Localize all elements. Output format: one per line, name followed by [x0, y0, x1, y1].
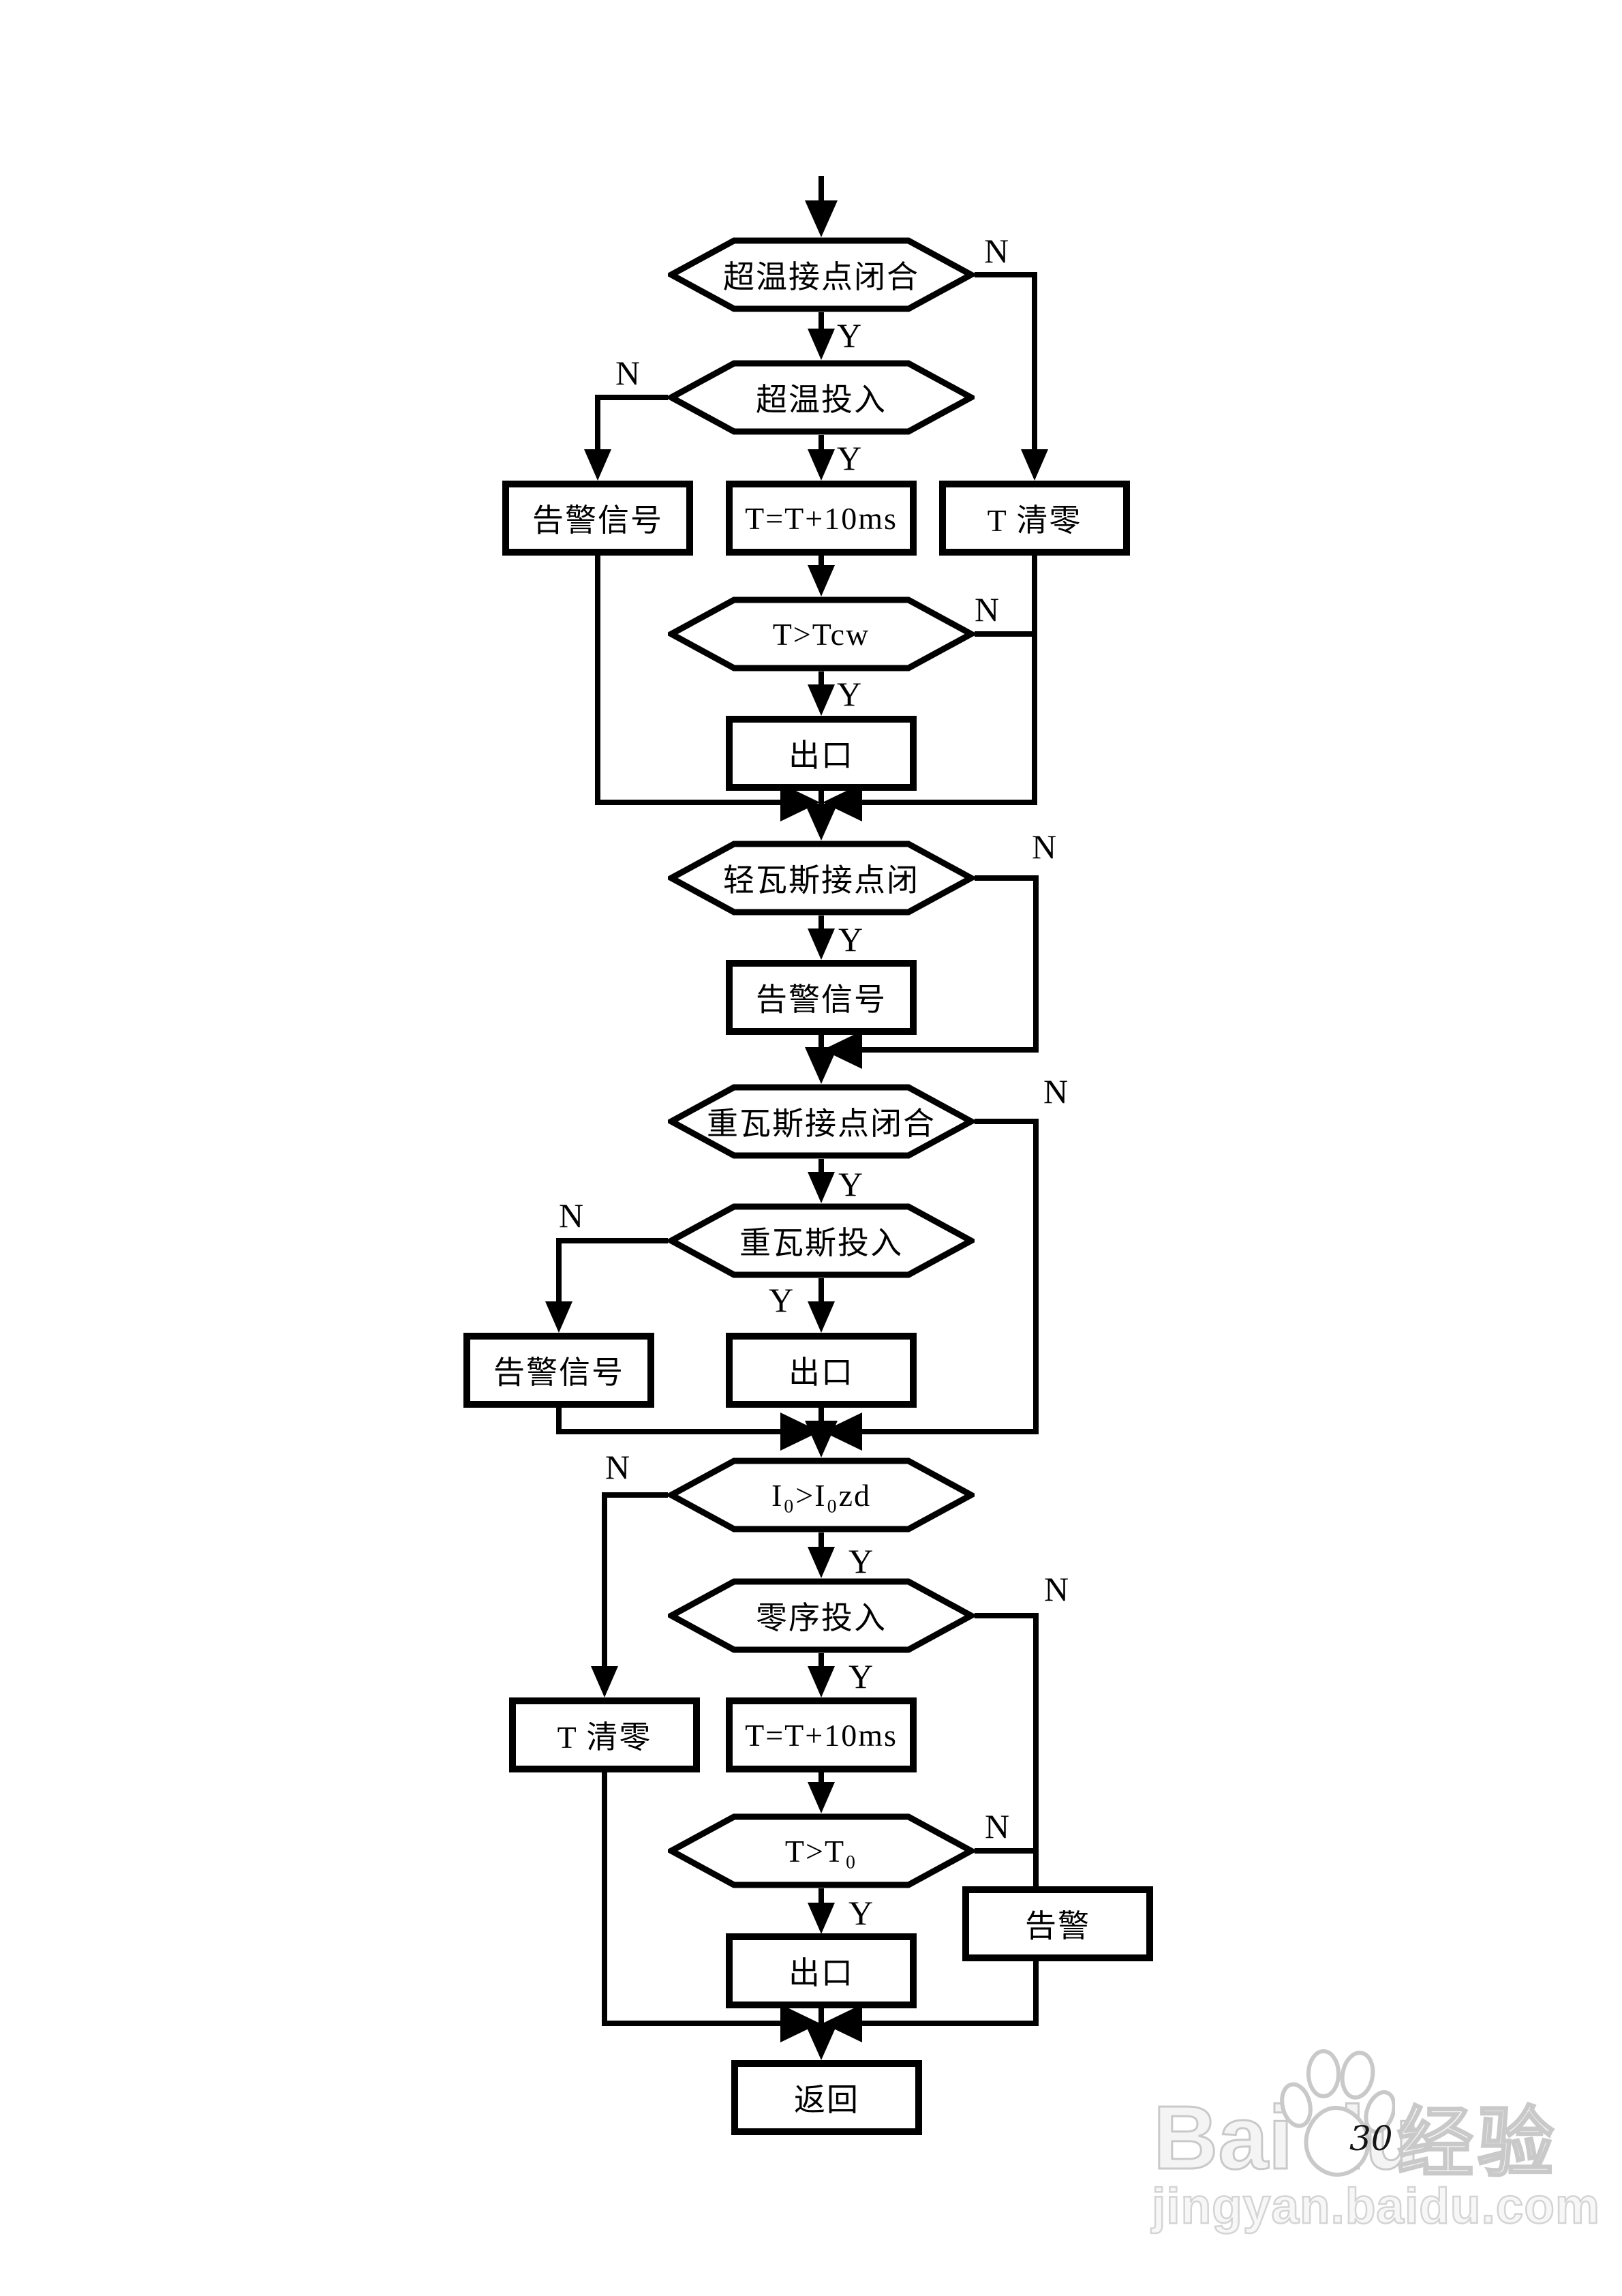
branch-label-n3: N [974, 590, 1000, 629]
decision-overtemp-contact-closed-label: 超温接点闭合 [723, 260, 919, 294]
process-timer-reset-zero-seq: T 清零 [509, 1697, 700, 1772]
decision-heavy-gas-contact-closed-label: 重瓦斯接点闭合 [707, 1106, 936, 1141]
process-trip-output-overtemp: 出口 [726, 716, 917, 791]
process-trip-output-zero-seq: 出口 [726, 1933, 917, 2008]
process-timer-increment-zero-seq: T=T+10ms [726, 1697, 917, 1772]
decision-overtemp-protection-enabled-label: 超温投入 [756, 382, 887, 417]
page-number: 30 [1349, 2119, 1393, 2158]
branch-label-y6: Y [768, 1281, 794, 1319]
process-timer-increment-overtemp: T=T+10ms [726, 481, 917, 556]
decision-i0-greater-i0zd: I₀>I₀zd [668, 1457, 975, 1532]
decision-t-greater-t0: T>T₀ [668, 1813, 975, 1888]
decision-t-greater-t0-label: T>T₀ [784, 1833, 858, 1869]
process-alarm-signal-light-gas: 告警信号 [726, 960, 917, 1035]
branch-label-y4: Y [838, 920, 863, 958]
branch-label-n9: N [984, 1807, 1010, 1845]
decision-i0-greater-i0zd-label: I₀>I₀zd [771, 1477, 872, 1513]
decision-overtemp-contact-closed: 超温接点闭合 [668, 237, 975, 312]
branch-label-y7: Y [848, 1542, 874, 1580]
decision-zero-sequence-enabled-label: 零序投入 [756, 1601, 887, 1635]
decision-heavy-gas-protection-enabled-label: 重瓦斯投入 [739, 1226, 903, 1260]
branch-label-y1: Y [836, 316, 862, 354]
branch-label-n4: N [1031, 828, 1057, 866]
branch-label-y3: Y [836, 675, 862, 713]
process-timer-reset-overtemp: T 清零 [939, 481, 1130, 556]
branch-label-y2: Y [836, 439, 862, 477]
branch-label-y9: Y [848, 1894, 874, 1932]
process-alarm-zero-seq: 告警 [962, 1886, 1153, 1961]
decision-t-greater-tcw: T>Tcw [668, 596, 975, 671]
process-trip-output-heavy-gas: 出口 [726, 1333, 917, 1408]
decision-light-gas-contact-closed: 轻瓦斯接点闭 [668, 841, 975, 916]
branch-label-n6: N [558, 1196, 584, 1235]
decision-overtemp-protection-enabled: 超温投入 [668, 360, 975, 435]
process-return: 返回 [731, 2060, 922, 2135]
decision-heavy-gas-protection-enabled: 重瓦斯投入 [668, 1203, 975, 1278]
decision-heavy-gas-contact-closed: 重瓦斯接点闭合 [668, 1084, 975, 1159]
process-alarm-signal-overtemp: 告警信号 [502, 481, 693, 556]
branch-label-n1: N [983, 232, 1009, 270]
branch-label-n2: N [615, 354, 641, 392]
decision-light-gas-contact-closed-label: 轻瓦斯接点闭 [723, 863, 919, 898]
decision-t-greater-tcw-label: T>Tcw [772, 616, 870, 652]
decision-zero-sequence-enabled: 零序投入 [668, 1578, 975, 1653]
branch-label-n8: N [1043, 1570, 1069, 1608]
branch-label-n7: N [605, 1448, 630, 1486]
branch-label-y8: Y [848, 1657, 874, 1695]
branch-label-y5: Y [838, 1165, 863, 1203]
branch-label-n5: N [1043, 1072, 1069, 1111]
process-alarm-signal-heavy-gas: 告警信号 [463, 1333, 654, 1408]
